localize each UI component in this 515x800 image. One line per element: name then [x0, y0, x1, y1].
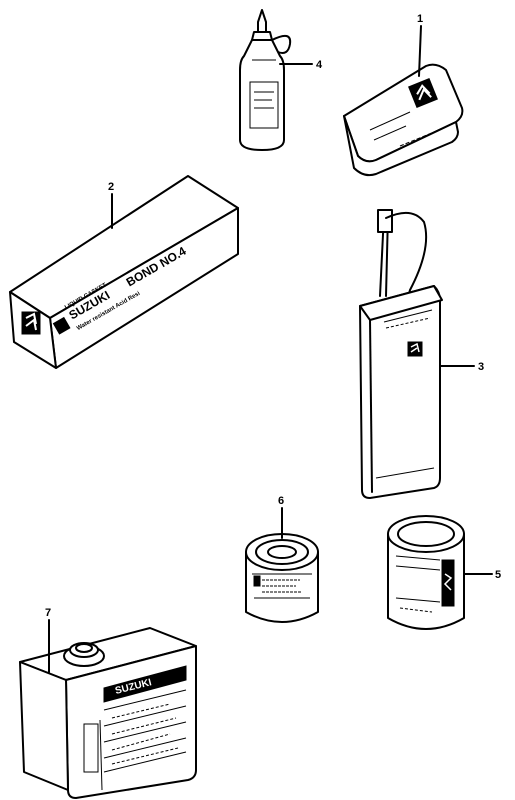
callout-5: 5	[495, 569, 501, 581]
bottle-label	[249, 81, 279, 129]
item-6-small-tin	[245, 533, 319, 623]
item-1-pack	[343, 63, 464, 177]
tin7-label-band	[103, 665, 187, 703]
can-shoulder	[359, 285, 443, 321]
callout-2: 2	[108, 181, 114, 193]
callout-7: 7	[45, 607, 51, 619]
item-3-oil-can	[359, 209, 443, 499]
callout-numbers: 1 2 3 4 5 6 7	[45, 13, 501, 619]
callout-leaders	[48, 25, 493, 673]
pack-side	[343, 115, 459, 177]
tin7-spout	[69, 642, 99, 658]
box-label-logo	[52, 316, 71, 335]
item-7-square-tin: SUZUKI	[19, 627, 197, 799]
tin6-body	[245, 551, 319, 623]
item-2-bond-box: LIQUID GASKET SUZUKI BOND NO.4 Water res…	[9, 175, 239, 369]
can-edge	[369, 319, 373, 493]
bottle-nozzle	[257, 9, 267, 33]
can-cap-strap	[385, 211, 428, 305]
callout-3: 3	[478, 361, 484, 373]
tin7-side	[19, 661, 69, 791]
callout-4: 4	[316, 59, 323, 71]
suzuki-s-logo-icon	[408, 78, 438, 108]
tin6-label-logo	[253, 575, 261, 587]
item-4-oil-bottle	[239, 9, 292, 151]
can-logo-icon	[407, 341, 423, 357]
bottle-cap-strap	[271, 34, 292, 54]
box-end-logo	[21, 311, 41, 335]
leader-1	[418, 25, 422, 77]
bottle-cap	[251, 31, 273, 41]
callout-1: 1	[417, 13, 423, 25]
tin7-side-label	[83, 723, 99, 773]
item-5-paint-can	[387, 515, 465, 630]
bottle-body	[239, 39, 285, 151]
can5-label-panel	[441, 559, 455, 607]
callout-6: 6	[278, 495, 284, 507]
can-spout-tip	[377, 209, 393, 233]
